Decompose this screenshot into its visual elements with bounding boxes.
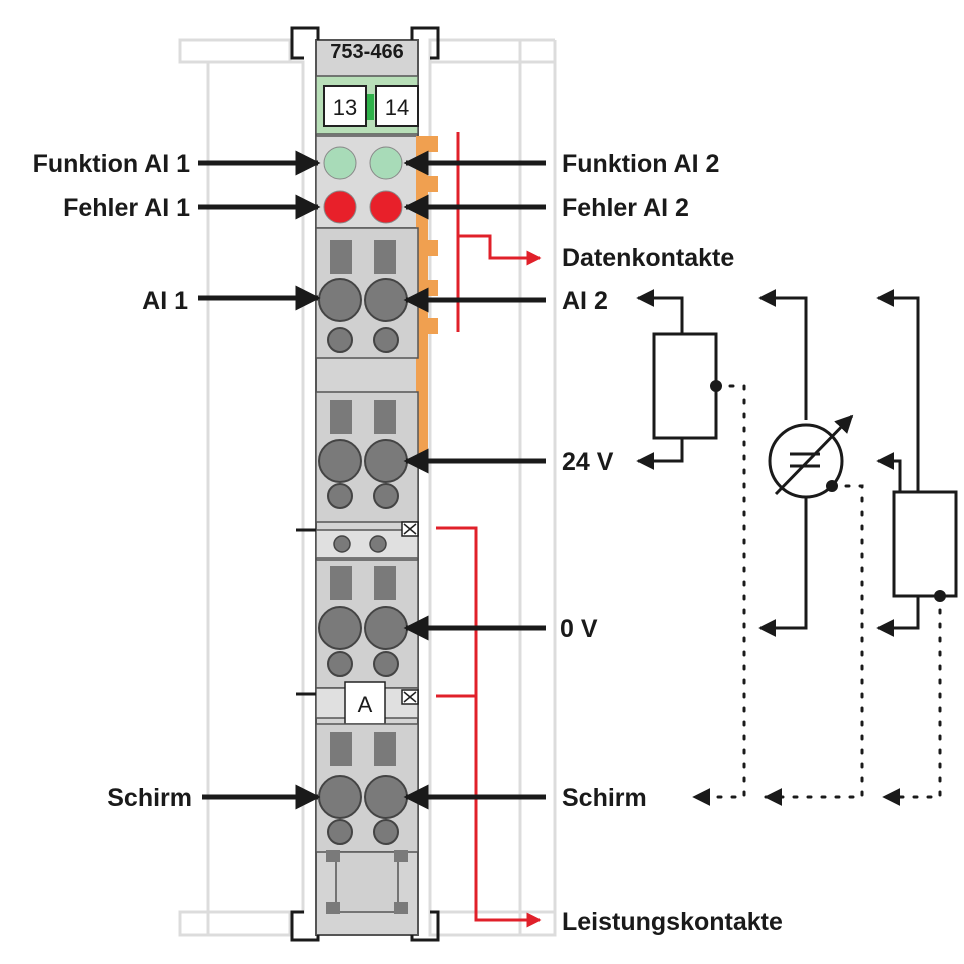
terminal-number-right: 14 xyxy=(385,95,409,120)
power-contacts-bracket xyxy=(436,526,542,928)
top-clip-left xyxy=(290,26,320,60)
sensor-resistor-2 xyxy=(876,289,958,806)
left-arrows xyxy=(198,150,321,810)
marker-box xyxy=(344,681,386,725)
led-error-ai2 xyxy=(369,190,403,224)
label-leistungskontakte: Leistungskontakte xyxy=(562,908,783,936)
led-function-ai2 xyxy=(369,146,403,180)
terminal-number-box-left xyxy=(323,85,367,127)
sensor-resistor-1 xyxy=(636,289,746,806)
terminal-block-2 xyxy=(315,391,419,523)
neighbor-module-outlines xyxy=(178,38,557,937)
led-function-ai1 xyxy=(323,146,357,180)
io-module: 753-466 13 14 xyxy=(290,26,440,942)
sensor-transmitter xyxy=(758,289,864,806)
label-fehler-ai1: Fehler AI 1 xyxy=(63,194,190,222)
led-error-ai1 xyxy=(323,190,357,224)
right-arrows xyxy=(403,150,546,810)
label-schirm-left: Schirm xyxy=(107,784,192,812)
marker-label: A xyxy=(358,692,373,717)
label-datenkontakte: Datenkontakte xyxy=(562,244,734,272)
terminal-block-3 xyxy=(315,559,419,689)
label-0v: 0 V xyxy=(560,615,598,643)
terminal-block-1 xyxy=(315,227,419,359)
terminal-block-4 xyxy=(315,723,419,853)
part-number: 753-466 xyxy=(330,41,403,63)
terminal-number-box-right xyxy=(375,85,419,127)
label-schirm-right: Schirm xyxy=(562,784,647,812)
label-funktion-ai2: Funktion AI 2 xyxy=(562,150,719,178)
label-24v: 24 V xyxy=(562,448,614,476)
terminal-number-left: 13 xyxy=(333,95,357,120)
top-clip-right xyxy=(410,26,440,60)
label-ai1: AI 1 xyxy=(142,287,188,315)
label-ai2: AI 2 xyxy=(562,287,608,315)
label-funktion-ai1: Funktion AI 1 xyxy=(33,150,190,178)
label-fehler-ai2: Fehler AI 2 xyxy=(562,194,689,222)
